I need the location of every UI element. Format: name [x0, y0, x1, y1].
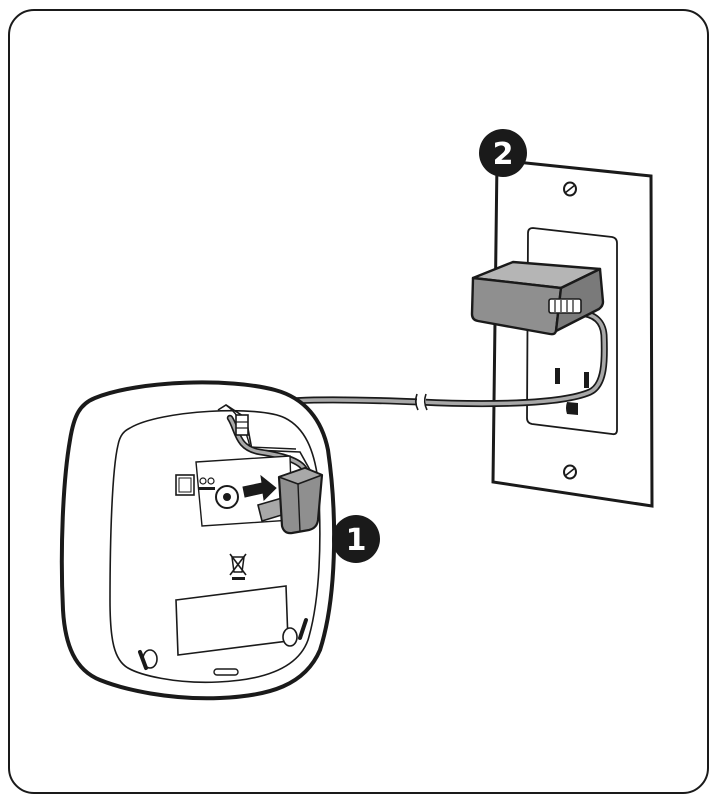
power-adapter-icon — [470, 260, 605, 336]
screw-top-icon — [563, 181, 577, 197]
arrow-right-icon — [242, 474, 277, 502]
power-jack — [215, 485, 239, 509]
wall-outlet-icon — [491, 158, 654, 508]
power-cord — [223, 309, 608, 419]
weee-bin-icon — [229, 553, 247, 580]
screw-bottom-icon — [563, 464, 577, 480]
base-unit-icon — [59, 380, 337, 701]
step-2-number: 2 — [493, 137, 514, 172]
step-1-badge: 1 — [332, 515, 380, 563]
dc-plug — [257, 466, 324, 535]
step-1-number: 1 — [346, 523, 367, 558]
step-2-badge: 2 — [479, 129, 527, 177]
